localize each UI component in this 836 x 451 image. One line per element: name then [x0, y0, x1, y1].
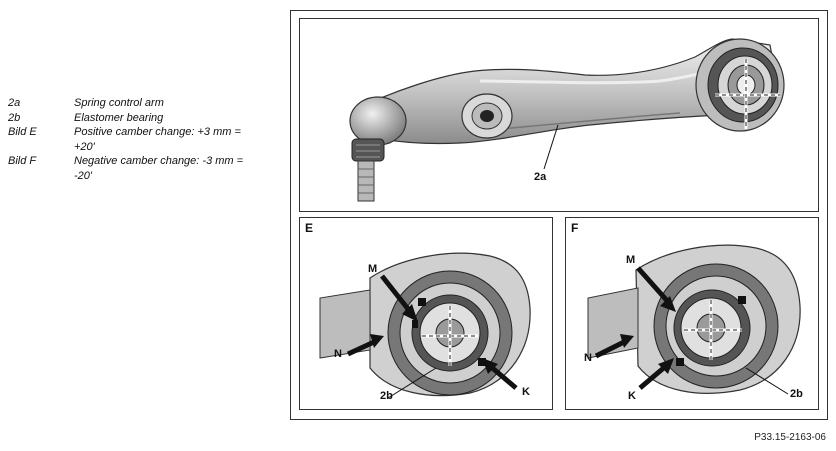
- bearing-detail-f-illustration: [587, 244, 801, 395]
- callout-k: K: [522, 386, 530, 398]
- panel-f: F M N K 2b: [565, 217, 819, 410]
- legend-desc: Positive camber change: +3 mm = +20': [74, 126, 241, 153]
- control-arm-illustration: [349, 38, 785, 202]
- panel-e: E M N K 2b: [299, 217, 553, 410]
- callout-n: N: [334, 348, 342, 360]
- panel-label-e: E: [305, 221, 314, 235]
- legend-key: Bild F: [8, 155, 37, 167]
- legend-key: 2a: [8, 97, 21, 109]
- callout-2a: 2a: [534, 171, 547, 183]
- figure-frame: 2a E M N K: [290, 10, 828, 420]
- legend-row-bild-e: Bild E Positive camber change: +3 mm = +…: [8, 125, 264, 154]
- callout-n: N: [584, 352, 592, 364]
- legend-row-2b: 2b Elastomer bearing: [8, 111, 264, 126]
- panel-control-arm: 2a: [299, 18, 819, 212]
- legend-desc: Negative camber change: -3 mm = -20': [74, 155, 244, 182]
- callout-m: M: [626, 254, 636, 266]
- panel-label-f: F: [571, 221, 579, 235]
- legend-key: 2b: [8, 111, 21, 124]
- figure-reference-number: P33.15-2163-06: [754, 432, 826, 443]
- callout-2b: 2b: [790, 388, 803, 400]
- callout-2b: 2b: [380, 390, 393, 402]
- legend-desc: Elastomer bearing: [74, 111, 164, 124]
- bearing-detail-e-illustration: [319, 252, 531, 399]
- callout-k: K: [628, 390, 636, 402]
- callout-m: M: [368, 263, 378, 275]
- legend-row-bild-f: Bild F Negative camber change: -3 mm = -…: [8, 154, 264, 183]
- legend-row-2a: 2a Spring control arm: [8, 96, 264, 111]
- legend-key: Bild E: [8, 126, 37, 138]
- legend-desc: Spring control arm: [74, 97, 164, 109]
- legend: 2a Spring control arm 2b Elastomer beari…: [8, 96, 264, 183]
